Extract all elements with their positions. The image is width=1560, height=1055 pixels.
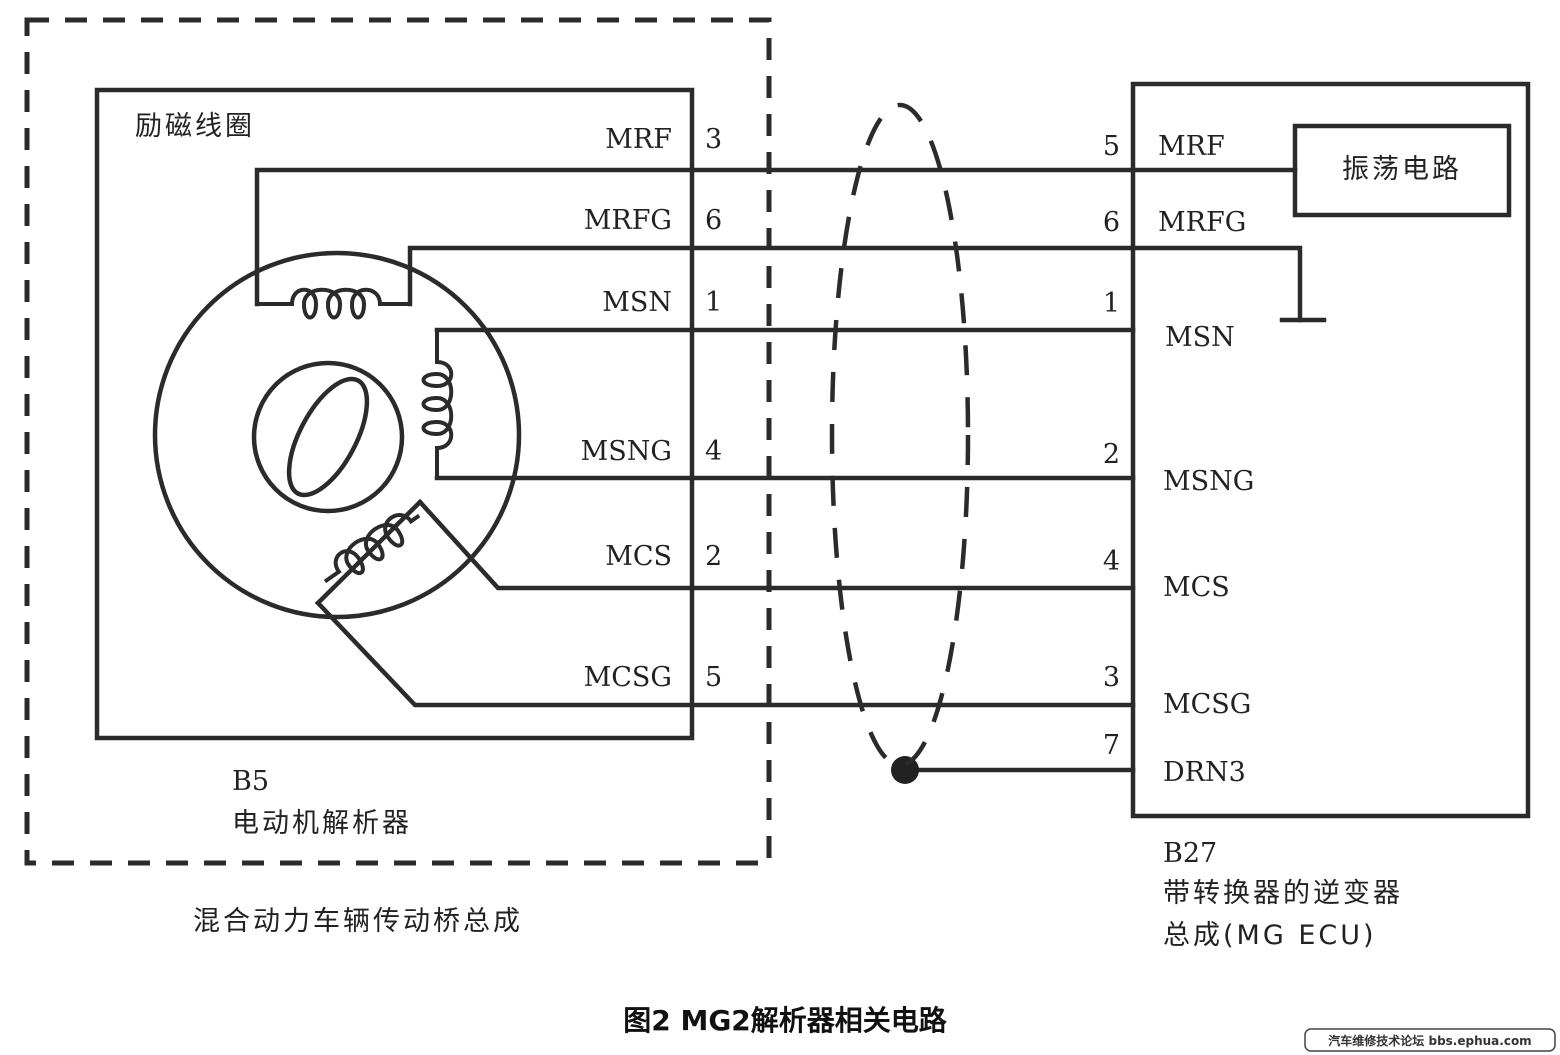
resolver-pin-mcs: 2 xyxy=(705,541,722,572)
resolver-pin-msng: 4 xyxy=(705,436,722,467)
drain-junction xyxy=(891,756,919,784)
inverter-pin-mcs: 4 xyxy=(1103,546,1120,577)
rotor-icon xyxy=(251,360,405,514)
resolver-pin-mrfg: 6 xyxy=(705,205,722,236)
wire-mrf xyxy=(254,167,1298,307)
resolver-signal-mrfg: MRFG xyxy=(584,205,672,236)
resolver-id: B5 xyxy=(232,766,269,797)
transaxle-outline xyxy=(24,17,772,866)
resolver-box xyxy=(94,87,695,741)
cosine-coil-frame xyxy=(314,498,424,607)
resolver-name: 电动机解析器 xyxy=(232,808,412,839)
resolver-signal-mrf: MRF xyxy=(605,124,672,155)
inverter-pin-drn3: 7 xyxy=(1103,730,1120,761)
resolver-signal-msng: MSNG xyxy=(581,436,672,467)
resolver-signal-msn: MSN xyxy=(602,287,672,318)
oscillator-label: 振荡电路 xyxy=(1342,154,1462,185)
inverter-pin-msng: 2 xyxy=(1103,439,1120,470)
excitation-coil-icon xyxy=(257,287,410,320)
inverter-signal-mcsg: MCSG xyxy=(1163,689,1251,720)
resolver-pin-msn: 1 xyxy=(705,287,722,318)
coil-label: 励磁线圈 xyxy=(135,111,255,142)
wire-mcs xyxy=(416,498,1136,591)
inverter-pin-msn: 1 xyxy=(1103,288,1120,319)
inverter-box xyxy=(1130,81,1531,819)
sine-coil-icon xyxy=(421,330,454,478)
resolver-stator xyxy=(152,250,522,620)
inverter-pin-mrfg: 6 xyxy=(1103,207,1120,238)
inverter-signal-msn: MSN xyxy=(1165,322,1235,353)
wire-mrfg xyxy=(407,245,1303,323)
resolver-pin-mcsg: 5 xyxy=(705,662,722,693)
inverter-pin-mrf: 5 xyxy=(1103,131,1120,162)
inverter-id: B27 xyxy=(1163,838,1217,869)
shield-icon xyxy=(829,102,971,768)
inverter-name-line2: 总成(MG ECU) xyxy=(1163,920,1377,951)
inverter-pin-mcsg: 3 xyxy=(1103,662,1120,693)
resolver-pin-mrf: 3 xyxy=(705,124,722,155)
watermark-box xyxy=(1304,1028,1556,1052)
resolver-signal-mcs: MCS xyxy=(605,541,672,572)
watermark: 汽车维修技术论坛 bbs.ephua.com xyxy=(1328,1033,1531,1048)
inverter-name-line1: 带转换器的逆变器 xyxy=(1163,878,1403,909)
inverter-signal-mcs: MCS xyxy=(1163,572,1230,603)
inverter-signal-msng: MSNG xyxy=(1163,466,1254,497)
figure-caption: 图2 MG2解析器相关电路 xyxy=(623,1004,948,1037)
wire-mcsg xyxy=(314,599,1136,708)
inverter-signal-drn3: DRN3 xyxy=(1163,757,1246,788)
transaxle-label: 混合动力车辆传动桥总成 xyxy=(193,906,523,937)
resolver-signal-mcsg: MCSG xyxy=(584,662,672,693)
inverter-signal-mrfg: MRFG xyxy=(1158,207,1246,238)
inverter-signal-mrf: MRF xyxy=(1158,131,1225,162)
